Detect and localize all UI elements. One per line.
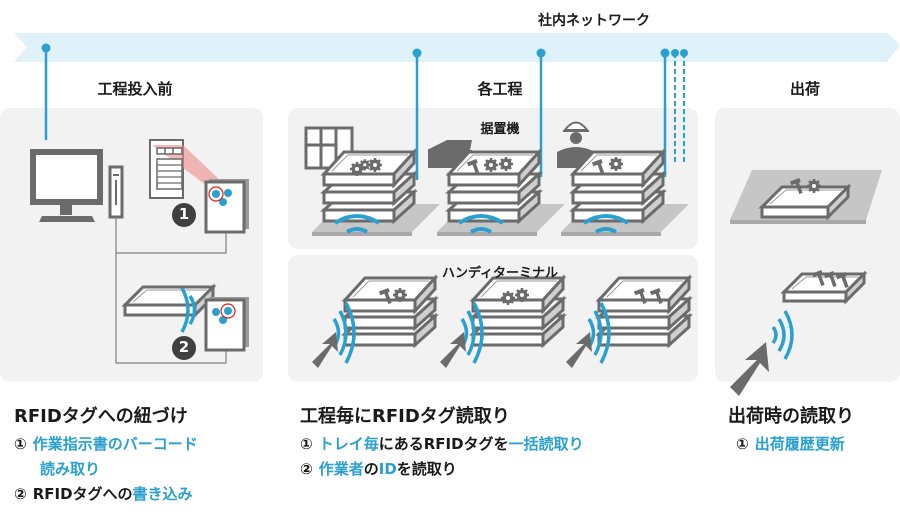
gear-icon	[348, 160, 366, 178]
gear-icon	[499, 289, 517, 307]
network-drop-wireless	[674, 53, 685, 165]
rfid-wave-icon	[771, 310, 794, 360]
caption-item-1-cont: 読み取り	[40, 460, 101, 478]
network-band	[14, 33, 900, 62]
gear-icon	[497, 155, 515, 173]
shipping-tray-2	[780, 270, 868, 305]
caption-heading: 工程毎にRFIDタグ読取り	[300, 406, 510, 427]
gear-icon	[482, 156, 500, 174]
shipping-tray-1	[758, 183, 852, 221]
step-marker-2	[172, 336, 196, 360]
step-marker-2-label: 2	[178, 338, 190, 356]
handy-terminal-label: ハンディターミナル	[441, 266, 559, 281]
highlight-ring	[220, 303, 236, 319]
caption-heading: RFIDタグへの紐づけ	[14, 406, 188, 427]
step-marker-1-label: 1	[178, 205, 190, 223]
handy-stack-2	[471, 276, 565, 347]
rfid-wave-icon	[180, 287, 197, 333]
handy-stack-3	[597, 276, 691, 347]
handy-terminal-icon	[440, 332, 466, 368]
gear-icon	[366, 156, 384, 174]
barcode-laser	[152, 145, 222, 188]
handy-stack-1	[343, 276, 437, 347]
wiring	[115, 217, 227, 364]
caption-heading: 出荷時の読取り	[728, 406, 854, 427]
gear-icon	[513, 286, 531, 304]
panel-shipping	[715, 108, 900, 382]
rfid-reader-1-icon	[204, 177, 251, 234]
gear-icon	[805, 177, 823, 195]
rfid-reader-2-icon	[204, 295, 251, 352]
tray-icon	[121, 283, 217, 319]
handy-terminal-icon	[730, 342, 769, 396]
handy-terminal-icon	[566, 332, 592, 368]
gear-icon	[391, 286, 409, 304]
section-title-before: 工程投入前	[97, 80, 173, 98]
work-order-document-icon	[149, 139, 222, 199]
pc-monitor-icon	[30, 149, 124, 222]
section-title-shipping: 出荷	[789, 80, 820, 98]
section-title-process: 各工程	[477, 80, 523, 98]
handy-terminal-icon	[312, 332, 338, 368]
gear-icon	[607, 155, 625, 173]
network-title: 社内ネットワーク	[538, 13, 650, 29]
highlight-ring	[208, 186, 224, 202]
step-marker-1	[172, 203, 196, 227]
fixed-reader-label: 据置機	[480, 122, 520, 137]
network-node	[41, 43, 51, 53]
